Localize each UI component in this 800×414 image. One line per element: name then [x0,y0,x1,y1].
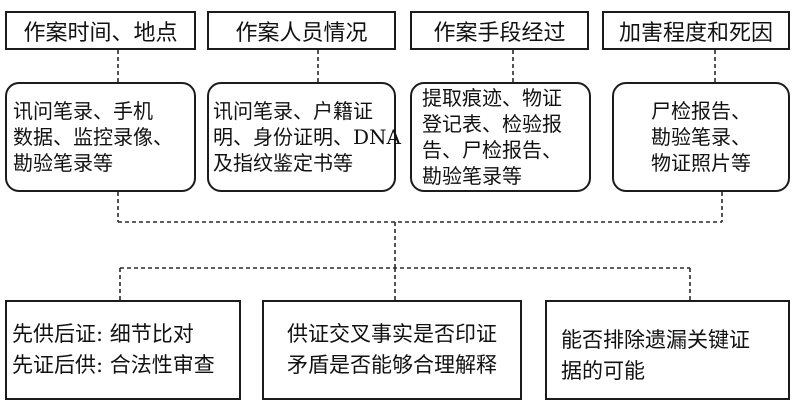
evidence-line: 讯问笔录、手机 [13,99,153,123]
evidence-line: 勘验笔录等 [13,151,113,175]
evidence-line: 讯问笔录、户籍证 [213,99,373,123]
header-means-process: 作案手段经过 [410,11,589,50]
header-label: 加害程度和死因 [618,20,773,46]
header-label: 作案手段经过 [433,20,566,46]
check-line: 供证交叉事实是否印证 [287,322,497,346]
evidence-line: 明、身份证明、DNA [213,125,401,149]
header-label: 作案人员情况 [235,20,368,46]
check-box-cross-verification: 供证交叉事实是否印证 矛盾是否能够合理解释 [262,300,522,400]
header-harm-cause: 加害程度和死因 [602,11,790,50]
header-time-place: 作案时间、地点 [5,11,196,50]
evidence-line: 尸检报告、 [651,99,751,123]
evidence-line: 及指纹鉴定书等 [213,151,353,175]
check-line: 据的可能 [561,359,645,383]
header-persons: 作案人员情况 [207,11,396,50]
check-box-order-review: 先供后证: 细节比对 先证后供: 合法性审查 [5,300,241,400]
check-line: 先证后供: 合法性审查 [12,353,215,377]
evidence-box-means-process: 提取痕迹、物证 登记表、检验报 告、尸检报告、 勘验笔录等 [410,82,591,192]
evidence-line: 登记表、检验报 [422,112,562,136]
evidence-box-harm-cause: 尸检报告、 勘验笔录、 物证照片等 [612,82,790,192]
header-label: 作案时间、地点 [23,20,178,46]
check-line: 先供后证: 细节比对 [12,322,194,346]
check-line: 能否排除遗漏关键证 [561,328,750,352]
check-line: 矛盾是否能够合理解释 [287,353,497,377]
evidence-line: 提取痕迹、物证 [422,86,562,110]
evidence-box-time-place: 讯问笔录、手机 数据、监控录像、 勘验笔录等 [5,82,196,192]
evidence-line: 勘验笔录等 [422,164,522,188]
evidence-line: 数据、监控录像、 [13,125,173,149]
check-box-missing-evidence: 能否排除遗漏关键证 据的可能 [545,300,790,400]
evidence-line: 物证照片等 [651,151,751,175]
evidence-line: 告、尸检报告、 [422,138,562,162]
evidence-line: 勘验笔录、 [651,125,751,149]
evidence-box-persons: 讯问笔录、户籍证 明、身份证明、DNA 及指纹鉴定书等 [207,82,401,192]
